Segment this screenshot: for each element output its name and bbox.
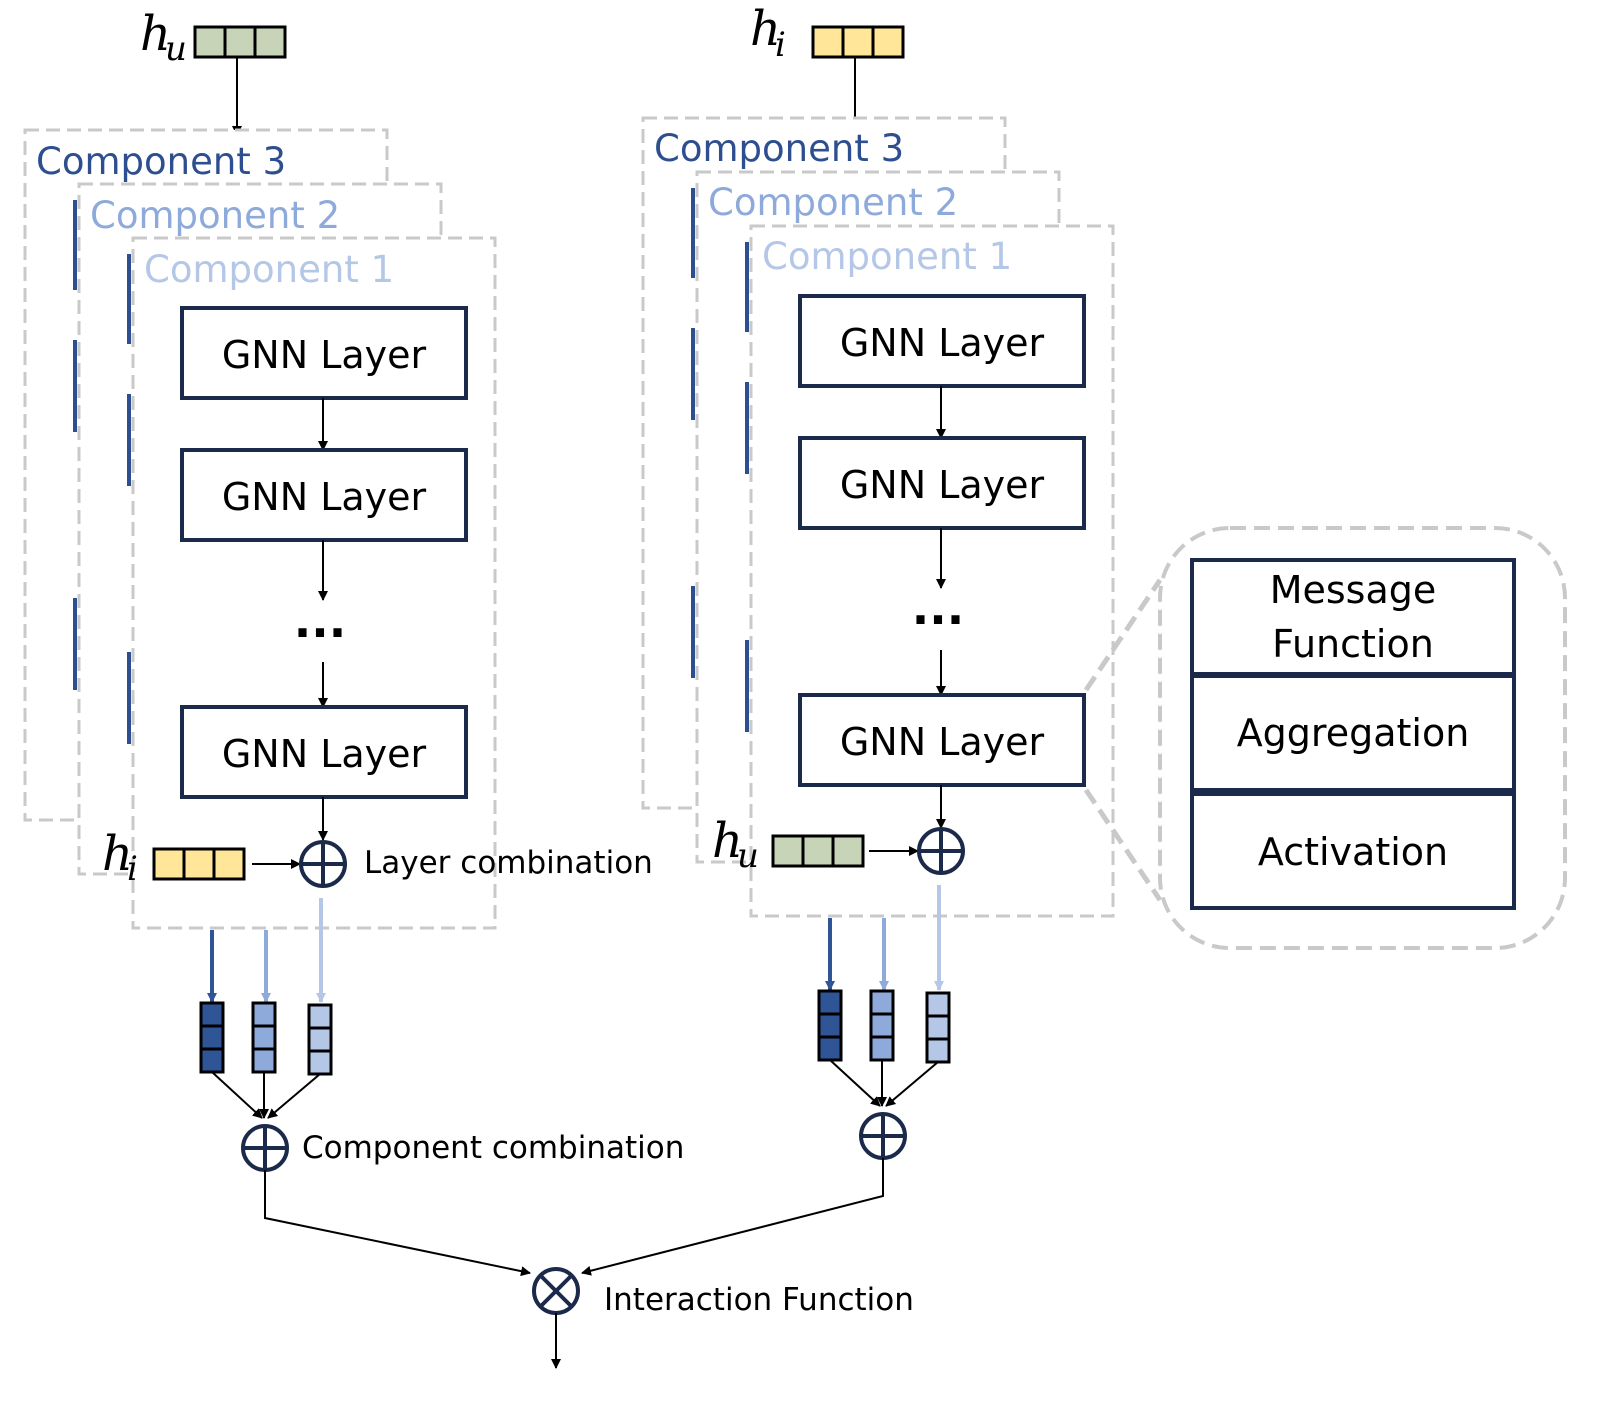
left-item-embedding-vector: [152, 847, 246, 881]
embedding-cell: [801, 834, 835, 868]
message-function-box: [1190, 558, 1516, 676]
left-to-interaction-arrow: [264, 1170, 531, 1277]
right-gnn-layer-1: [798, 294, 1086, 388]
right-component-1-embedding: [925, 991, 951, 1064]
merge-arrow: [829, 1059, 881, 1107]
embedding-cell: [771, 834, 805, 868]
embedding-cell: [193, 25, 227, 59]
left-gnn-layer-3-label: GNN Layer: [222, 732, 427, 776]
embedding-cell: [841, 25, 875, 59]
right-combine-subscript: u: [737, 836, 759, 876]
right-to-interaction-arrow: [581, 1158, 884, 1276]
right-gnn-layer-2-label: GNN Layer: [840, 463, 1045, 507]
right-component-1-title: Component 1: [762, 235, 1012, 278]
activation-label: Activation: [1258, 830, 1448, 874]
right-component-2-embedding: [869, 989, 895, 1062]
right-gnn-layer-3-label: GNN Layer: [840, 720, 1045, 764]
left-ellipsis: ...: [294, 594, 346, 648]
left-component-1-title: Component 1: [144, 248, 394, 291]
left-gnn-layer-1-label: GNN Layer: [222, 333, 427, 377]
left-gnn-layer-1: [180, 306, 468, 400]
left-component-3-title: Component 3: [36, 140, 286, 183]
aggregation-box: [1190, 674, 1516, 792]
component-combination-label: Component combination: [302, 1130, 684, 1166]
left-component-combination-plus-icon: [241, 1124, 289, 1172]
right-combine-symbol: h: [712, 813, 743, 869]
embedding-cell: [212, 847, 246, 881]
zoom-line-bottom: [1083, 788, 1163, 902]
right-ellipsis: ...: [912, 581, 964, 635]
right-gnn-layer-1-label: GNN Layer: [840, 321, 1045, 365]
right-component-combination-plus-icon: [859, 1112, 907, 1160]
embedding-cell: [182, 847, 216, 881]
zoom-line-top: [1083, 578, 1163, 692]
right-user-embedding-vector: [771, 834, 865, 868]
right-gnn-layer-3: [798, 693, 1086, 787]
merge-arrow: [885, 1061, 939, 1107]
interaction-times-icon: [532, 1267, 580, 1315]
left-input-subscript: u: [165, 29, 187, 69]
layer-detail-callout: Message Function Aggregation Activation: [1083, 526, 1567, 950]
left-component-2-title: Component 2: [90, 194, 340, 237]
right-layer-combination-plus-icon: [917, 827, 965, 875]
left-gnn-layer-3: [180, 705, 468, 799]
left-input-symbol: h: [140, 6, 171, 62]
left-component-2-embedding: [251, 1001, 277, 1074]
embedding-cell: [871, 25, 905, 59]
layer-combination-label: Layer combination: [364, 845, 653, 881]
right-component-3-title: Component 3: [654, 127, 904, 170]
message-function-label-line1: Message: [1270, 568, 1437, 612]
left-layer-combination-plus-icon: [299, 840, 347, 888]
right-component-3-embedding: [817, 989, 843, 1062]
merge-arrow: [267, 1073, 321, 1119]
message-function-label-line2: Function: [1272, 622, 1434, 666]
right-component-2-title: Component 2: [708, 181, 958, 224]
right-input-subscript: i: [775, 25, 786, 65]
right-tower: h i Component 3 Component 2 Component 1 …: [641, 1, 1115, 1160]
left-gnn-layer-2-label: GNN Layer: [222, 475, 427, 519]
left-tower: h u Component 3 Component 2 Component 1 …: [23, 6, 684, 1172]
right-gnn-layer-2: [798, 436, 1086, 530]
left-combine-subscript: i: [127, 849, 138, 889]
left-component-1-embedding: [307, 1003, 333, 1076]
right-item-embedding-vector: [811, 25, 905, 59]
merge-arrow: [211, 1071, 263, 1119]
left-combine-symbol: h: [102, 826, 133, 882]
left-user-embedding-vector: [193, 25, 287, 59]
embedding-cell: [811, 25, 845, 59]
embedding-cell: [831, 834, 865, 868]
embedding-cell: [253, 25, 287, 59]
embedding-cell: [152, 847, 186, 881]
left-component-3-embedding: [199, 1001, 225, 1074]
right-input-symbol: h: [750, 1, 781, 57]
embedding-cell: [223, 25, 257, 59]
interaction-function-label: Interaction Function: [604, 1282, 914, 1318]
aggregation-label: Aggregation: [1237, 711, 1470, 755]
interaction-section: Interaction Function: [264, 1158, 914, 1369]
activation-box: [1190, 792, 1516, 910]
